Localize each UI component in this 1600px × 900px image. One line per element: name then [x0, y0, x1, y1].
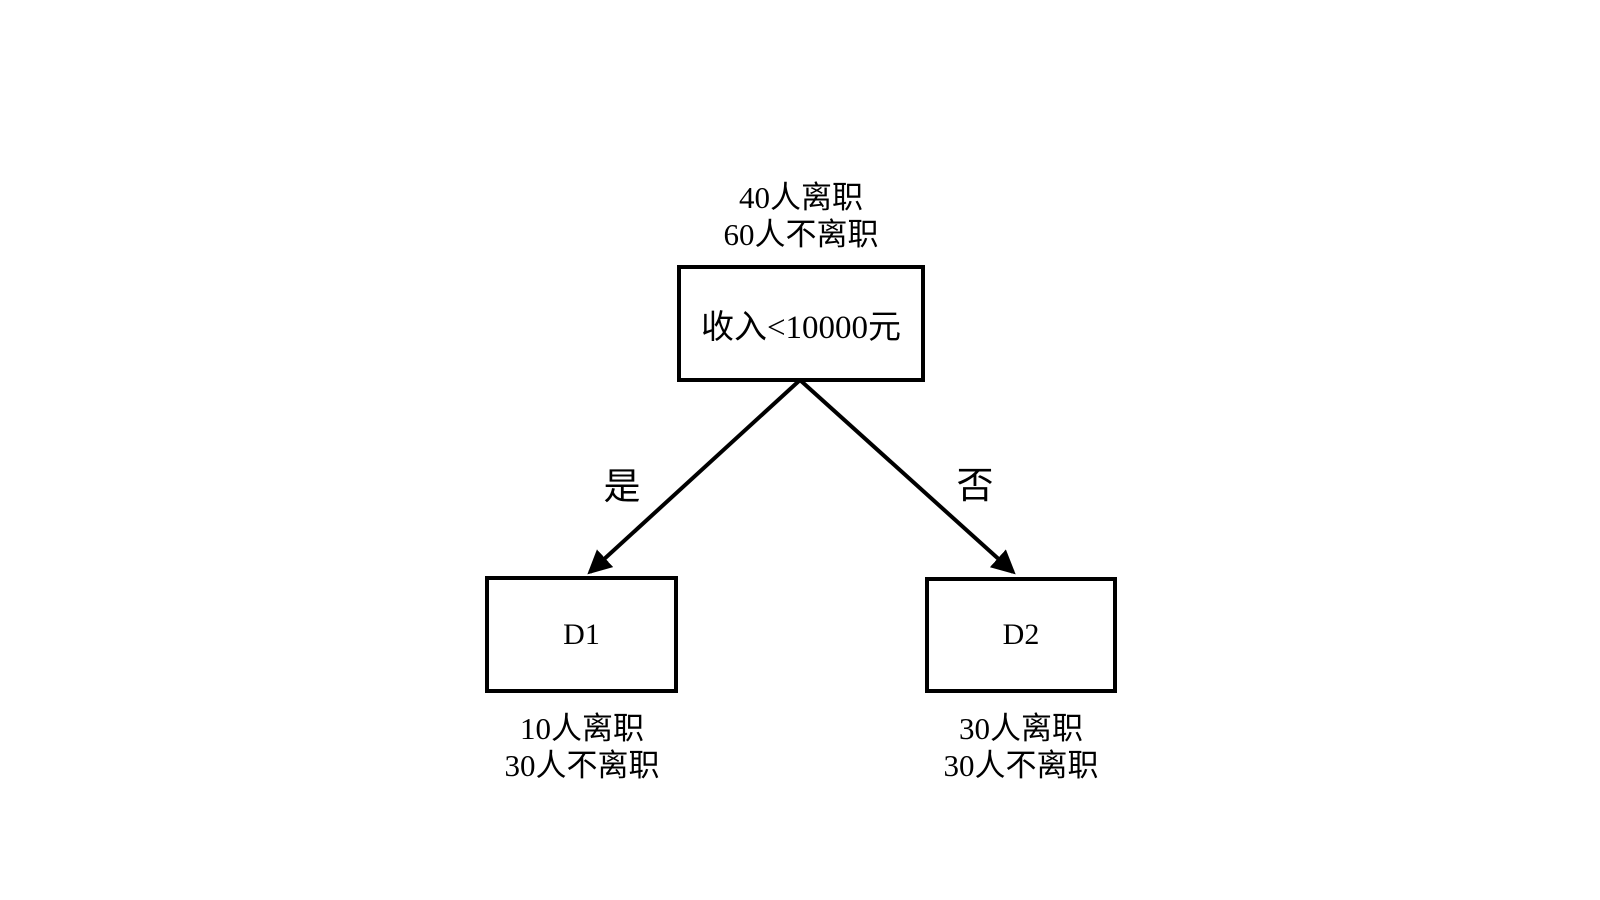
leaf-d2-stats-line2: 30人不离职 [943, 748, 1099, 783]
root-stats: 40人离职 60人不离职 [724, 179, 879, 253]
root-stats-line2: 60人不离职 [723, 217, 879, 252]
leaf-d1-label: D1 [563, 617, 600, 651]
root-node: 收入<10000元 [677, 265, 925, 382]
branch-label-yes: 是 [603, 467, 641, 508]
leaf-node-d2: D2 [925, 577, 1117, 693]
leaf-node-d1: D1 [485, 576, 678, 693]
root-condition-label: 收入<10000元 [700, 309, 902, 346]
branch-label-no: 否 [956, 466, 994, 507]
root-stats-line1: 40人离职 [739, 180, 863, 215]
leaf-d2-stats: 30人离职 30人不离职 [944, 710, 1099, 784]
leaf-d1-stats: 10人离职 30人不离职 [505, 710, 660, 784]
leaf-d2-stats-line1: 30人离职 [959, 711, 1083, 746]
leaf-d2-label: D2 [1002, 618, 1040, 651]
leaf-d1-stats-line2: 30人不离职 [504, 748, 660, 783]
leaf-d1-stats-line1: 10人离职 [520, 711, 644, 746]
